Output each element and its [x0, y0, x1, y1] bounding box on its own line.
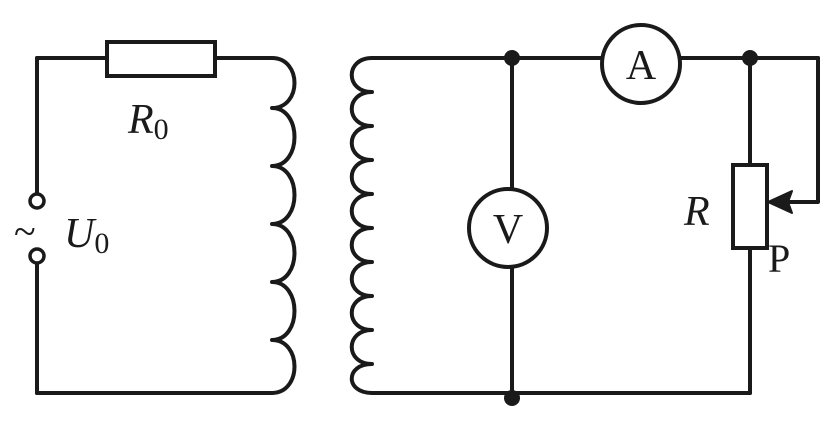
u0-label: U0	[64, 211, 109, 260]
rheostat-label: R	[683, 189, 710, 235]
u0-symbol: U	[64, 211, 97, 257]
slider-arrow-icon	[767, 190, 793, 214]
resistor-r0	[105, 40, 217, 78]
ac-symbol: ~	[14, 209, 36, 254]
junction-top-rheostat	[742, 50, 758, 66]
u0-subscript: 0	[94, 227, 109, 260]
primary-coil	[270, 56, 297, 395]
ammeter	[600, 23, 682, 105]
voltmeter	[467, 187, 549, 269]
secondary-circuit	[349, 23, 820, 406]
source-terminal-top	[28, 192, 46, 210]
r0-subscript: 0	[154, 113, 169, 146]
slider-lead	[788, 56, 820, 204]
rheostat-r	[731, 163, 769, 250]
source-terminal-bottom	[28, 247, 46, 265]
junction-top-voltmeter	[504, 50, 520, 66]
secondary-coil	[349, 56, 374, 395]
primary-circuit	[28, 40, 297, 395]
junction-bottom-voltmeter	[504, 390, 520, 406]
r0-label: R0	[127, 97, 169, 146]
voltmeter-label: V	[493, 207, 523, 253]
slider-label: P	[768, 236, 790, 281]
ammeter-label: A	[626, 43, 657, 89]
r0-symbol: R	[127, 97, 154, 143]
